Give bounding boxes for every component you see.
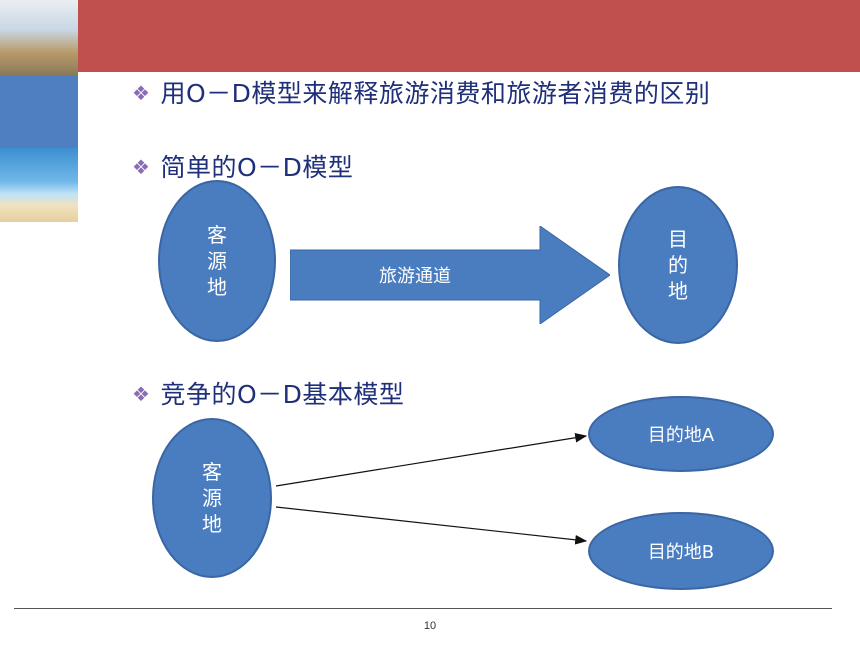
footer-divider <box>14 608 832 609</box>
travel-channel-arrow <box>290 226 610 324</box>
origin-label: 客源地 <box>207 223 227 299</box>
header-bar <box>78 0 860 72</box>
origin-label: 客源地 <box>202 460 222 536</box>
destination-b-ellipse: 目的地B <box>588 512 774 590</box>
destination-label: 目的地 <box>668 227 688 303</box>
bullet-od-model-explanation: ❖用O－D模型来解释旅游消费和旅游者消费的区别 <box>132 79 711 108</box>
destination-a-ellipse: 目的地A <box>588 396 774 472</box>
page-number: 10 <box>423 620 437 632</box>
channel-label: 旅游通道 <box>379 266 451 287</box>
beach-photo-tile <box>0 148 78 222</box>
bullet-simple-od-model: ❖简单的O－D模型 <box>132 153 354 182</box>
arrow-to-destination-b <box>275 506 588 545</box>
city-photo-tile <box>0 0 78 75</box>
destination-b-label: 目的地B <box>647 542 715 563</box>
bullet-competitive-od-model: ❖竞争的O－D基本模型 <box>132 380 405 409</box>
arrow-to-destination-a <box>275 432 588 487</box>
diamond-bullet-icon: ❖ <box>132 382 151 406</box>
destination-a-label: 目的地A <box>647 425 715 446</box>
origin-ellipse-simple: 客源地 <box>158 180 276 342</box>
diamond-bullet-icon: ❖ <box>132 81 151 105</box>
origin-ellipse-competitive: 客源地 <box>152 418 272 578</box>
destination-ellipse-simple: 目的地 <box>618 186 738 344</box>
blue-color-tile <box>0 75 78 148</box>
diamond-bullet-icon: ❖ <box>132 155 151 179</box>
